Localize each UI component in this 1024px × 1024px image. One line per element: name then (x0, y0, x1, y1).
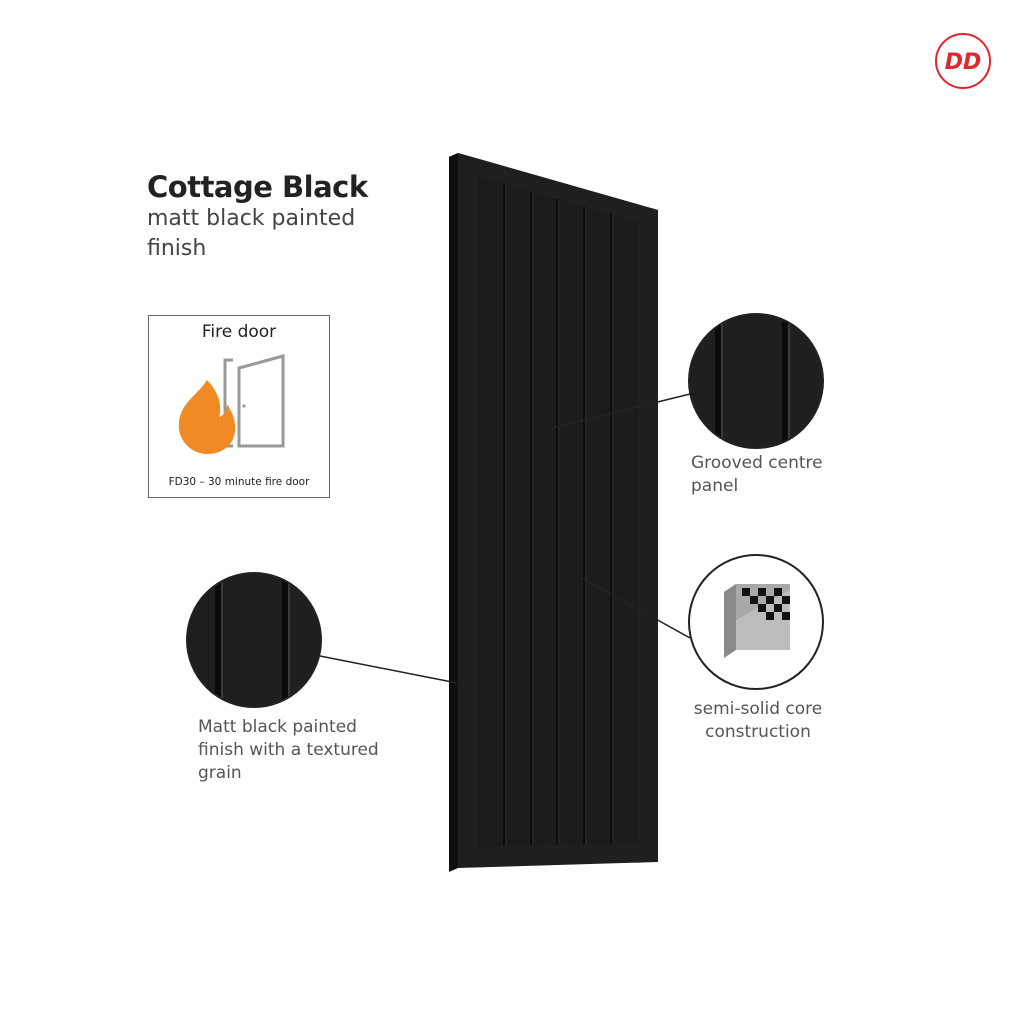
finish-line-2: finish (147, 236, 207, 261)
fire-door-title: Fire door (201, 322, 277, 342)
callout-line-grooved (547, 393, 691, 430)
flame-icon (178, 380, 236, 454)
brand-logo-text: DD (945, 50, 982, 75)
grooved-panel-label: Grooved centre panel (691, 452, 823, 498)
core-construction-label: semi-solid core construction (678, 698, 838, 744)
door-slab (449, 153, 658, 872)
door-grooves (503, 184, 612, 846)
fire-door-badge: Fire door FD30 – 30 minute fire door (148, 315, 330, 498)
fire-door-caption: FD30 – 30 minute fire door (168, 476, 310, 488)
callout-line-finish (319, 655, 458, 684)
finish-label-line-2: finish with a textured (198, 740, 379, 760)
core-construction-detail (688, 554, 824, 690)
matt-finish-label: Matt black painted finish with a texture… (198, 716, 379, 785)
core-block-icon (724, 584, 790, 658)
grooved-label-line-2: panel (691, 476, 739, 496)
matt-finish-detail (186, 572, 322, 708)
finish-label-line-1: Matt black painted (198, 717, 357, 737)
grooved-label-line-1: Grooved centre (691, 453, 823, 473)
brand-logo-mark: DD (935, 33, 991, 89)
door-handle-icon (242, 404, 246, 408)
product-heading: Cottage Black matt black painted finish (147, 170, 397, 264)
callout-line-core (581, 577, 691, 639)
grooved-panel-detail (688, 313, 824, 449)
open-door-icon (237, 354, 285, 448)
core-label-line-2: construction (705, 722, 811, 742)
core-label-line-1: semi-solid core (693, 699, 823, 719)
brand-logo[interactable]: DD (934, 32, 992, 90)
finish-label-line-3: grain (198, 763, 242, 783)
finish-line-1: matt black painted (147, 206, 356, 231)
fire-door-illustration (178, 354, 285, 454)
product-title: Cottage Black (147, 170, 368, 204)
door-frame-icon (223, 358, 233, 448)
